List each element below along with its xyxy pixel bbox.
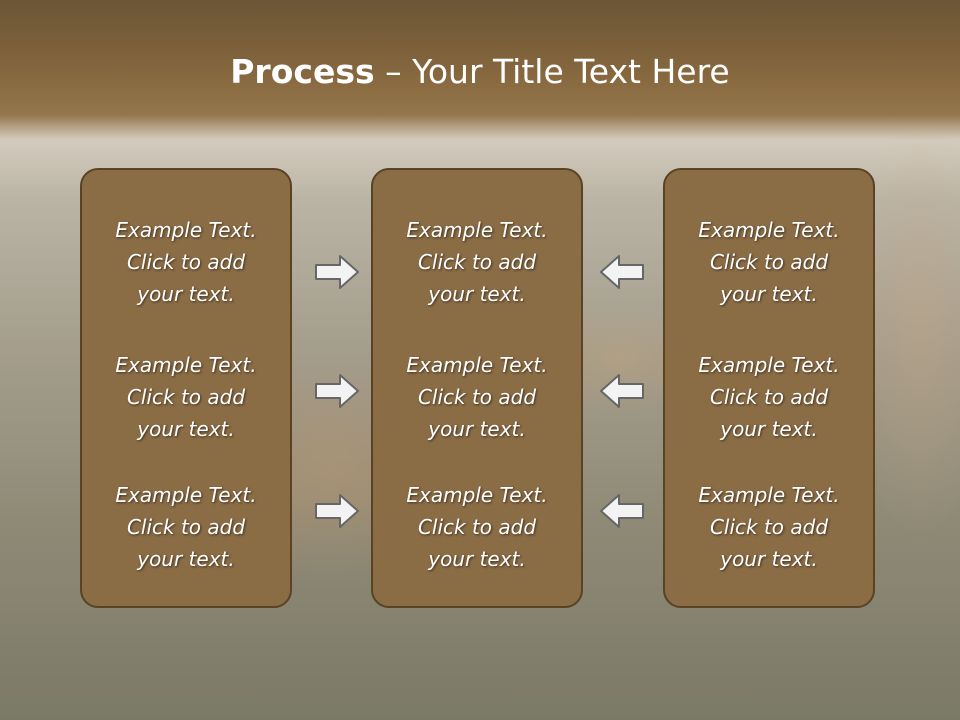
text-block[interactable]: Example Text. Click to add your text. xyxy=(82,214,290,310)
text-block[interactable]: Example Text. Click to add your text. xyxy=(665,214,873,310)
arrow-left-icon xyxy=(600,255,644,289)
text-line: Example Text. xyxy=(406,218,548,242)
text-line: your text. xyxy=(720,417,818,441)
text-block[interactable]: Example Text. Click to add your text. xyxy=(373,349,581,445)
text-line: Example Text. xyxy=(115,353,257,377)
text-line: Example Text. xyxy=(698,353,840,377)
text-line: Click to add xyxy=(417,385,537,409)
title-bold: Process xyxy=(230,52,375,91)
text-line: your text. xyxy=(137,282,235,306)
text-line: Example Text. xyxy=(406,353,548,377)
text-line: Example Text. xyxy=(115,483,257,507)
process-box-left[interactable]: Example Text. Click to add your text. Ex… xyxy=(80,168,292,608)
process-box-center[interactable]: Example Text. Click to add your text. Ex… xyxy=(371,168,583,608)
arrow-right-icon xyxy=(315,255,359,289)
text-line: your text. xyxy=(428,282,526,306)
text-line: Click to add xyxy=(709,515,829,539)
text-block[interactable]: Example Text. Click to add your text. xyxy=(373,214,581,310)
text-block[interactable]: Example Text. Click to add your text. xyxy=(82,349,290,445)
process-box-right[interactable]: Example Text. Click to add your text. Ex… xyxy=(663,168,875,608)
text-block[interactable]: Example Text. Click to add your text. xyxy=(665,349,873,445)
slide-title[interactable]: Process – Your Title Text Here xyxy=(0,52,960,91)
arrow-left-icon xyxy=(600,374,644,408)
text-line: your text. xyxy=(137,417,235,441)
text-line: Example Text. xyxy=(698,218,840,242)
text-block[interactable]: Example Text. Click to add your text. xyxy=(665,479,873,575)
text-line: Example Text. xyxy=(115,218,257,242)
arrow-right-icon xyxy=(315,494,359,528)
text-line: Click to add xyxy=(709,250,829,274)
text-line: your text. xyxy=(428,547,526,571)
text-line: Click to add xyxy=(417,250,537,274)
text-line: your text. xyxy=(137,547,235,571)
text-line: Example Text. xyxy=(698,483,840,507)
text-line: Example Text. xyxy=(406,483,548,507)
arrow-left-icon xyxy=(600,494,644,528)
text-line: Click to add xyxy=(126,515,246,539)
text-line: your text. xyxy=(428,417,526,441)
text-line: your text. xyxy=(720,282,818,306)
title-rest: – Your Title Text Here xyxy=(374,52,730,91)
text-line: Click to add xyxy=(126,250,246,274)
title-band xyxy=(0,0,960,140)
text-block[interactable]: Example Text. Click to add your text. xyxy=(82,479,290,575)
text-line: Click to add xyxy=(417,515,537,539)
text-line: Click to add xyxy=(709,385,829,409)
text-block[interactable]: Example Text. Click to add your text. xyxy=(373,479,581,575)
text-line: Click to add xyxy=(126,385,246,409)
text-line: your text. xyxy=(720,547,818,571)
arrow-right-icon xyxy=(315,374,359,408)
